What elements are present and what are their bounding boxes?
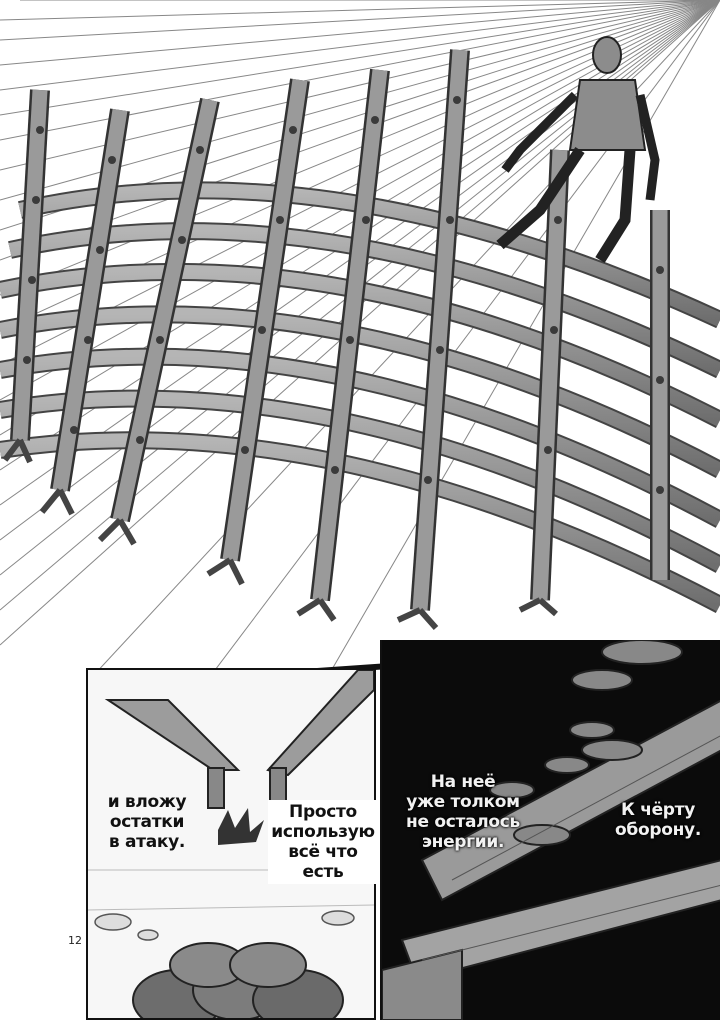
speech-line: К чёрту xyxy=(620,800,696,820)
metal-arms xyxy=(10,49,670,611)
speech-line: не осталось xyxy=(406,812,520,832)
speech-line: оборону. xyxy=(615,820,701,840)
rivets xyxy=(23,96,664,494)
speech-line: На неё xyxy=(430,772,496,792)
top-panel-art xyxy=(0,0,720,680)
speech-bubble-dark-left: На неё уже толком не осталось энергии. xyxy=(398,772,528,852)
speech-bubble-center: Просто использую всё что есть xyxy=(268,800,378,884)
dark-panel-beams xyxy=(382,699,720,1020)
distant-impact xyxy=(218,808,264,845)
speech-line: есть xyxy=(302,862,344,882)
speech-line: Просто xyxy=(289,802,357,822)
bottom-right-panel xyxy=(380,640,720,1020)
speech-line: в атаку. xyxy=(108,832,186,852)
bottom-left-panel-art xyxy=(88,670,374,1018)
speech-bubble-left: и вложу остатки в атаку. xyxy=(92,792,202,852)
rocks xyxy=(94,910,355,941)
page-number: 12 xyxy=(68,934,82,947)
speech-line: остатки xyxy=(109,812,185,832)
speech-line: использую xyxy=(271,822,375,842)
speech-bubble-dark-right: К чёрту оборону. xyxy=(608,800,708,840)
speech-line: энергии. xyxy=(421,832,505,852)
mech-figure xyxy=(496,36,660,263)
claw-tips xyxy=(2,438,558,630)
speech-line: уже толком xyxy=(406,792,520,812)
speech-line: и вложу xyxy=(107,792,187,812)
top-panel xyxy=(0,0,720,680)
coils xyxy=(489,640,683,846)
bottom-right-panel-art xyxy=(382,640,720,1020)
speech-line: всё что xyxy=(288,842,358,862)
foreground-segments xyxy=(132,942,344,1018)
